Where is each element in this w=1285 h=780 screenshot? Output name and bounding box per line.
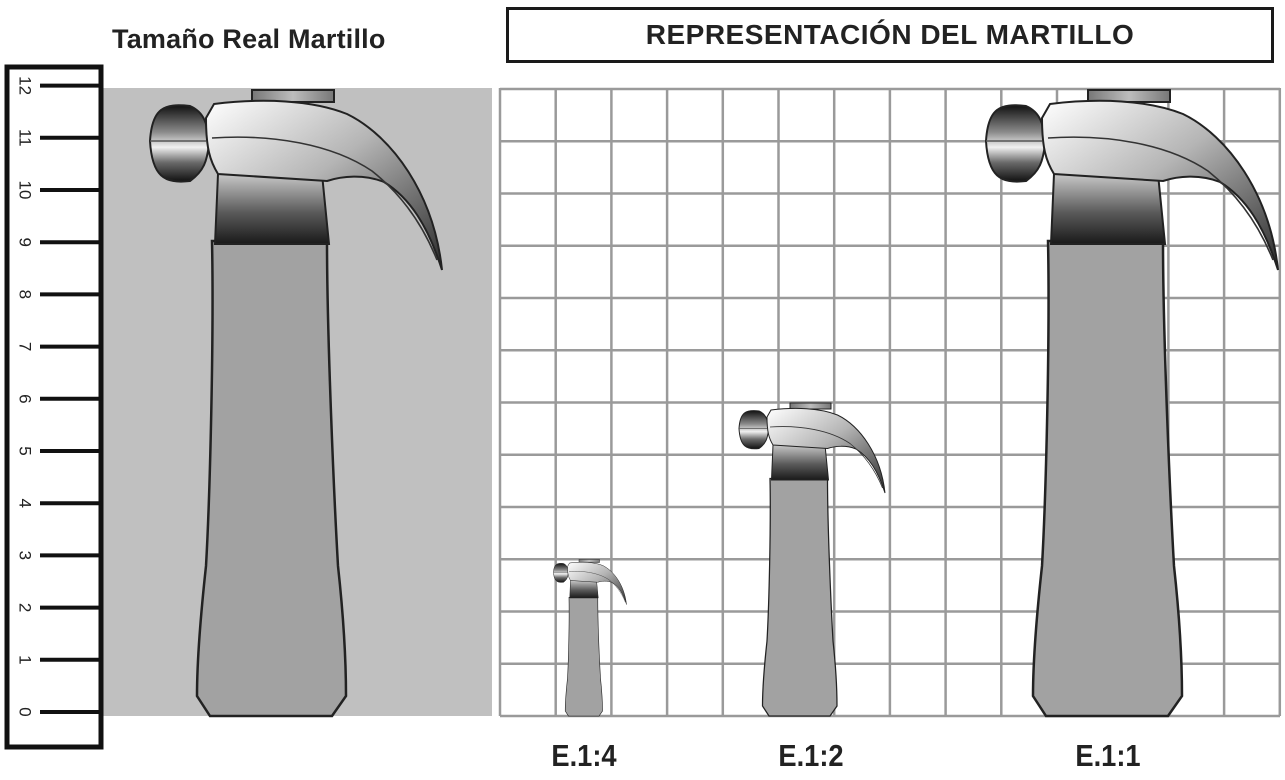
representation-title: REPRESENTACIÓN DEL MARTILLO: [506, 7, 1274, 63]
scale-label-1-2: E.1:2: [778, 738, 844, 773]
real-size-title: Tamaño Real Martillo: [112, 24, 386, 54]
ruler-tick-label: 4: [16, 498, 35, 507]
ruler-tick-label: 5: [16, 446, 35, 455]
ruler-tick-label: 6: [16, 394, 35, 403]
ruler-tick-label: 2: [16, 603, 35, 612]
ruler-tick-label: 10: [16, 181, 35, 200]
ruler-tick-label: 9: [16, 237, 35, 246]
ruler-tick-label: 8: [16, 290, 35, 299]
ruler-tick-label: 3: [16, 551, 35, 560]
ruler-tick-label: 11: [16, 129, 35, 147]
ruler-tick-label: 7: [16, 342, 35, 351]
scale-label-1-1: E.1:1: [1075, 738, 1141, 773]
ruler-tick-label: 0: [16, 707, 35, 716]
ruler-tick-label: 1: [16, 655, 35, 664]
scale-label-1-4: E.1:4: [551, 738, 617, 773]
ruler-tick-label: 12: [16, 76, 35, 95]
